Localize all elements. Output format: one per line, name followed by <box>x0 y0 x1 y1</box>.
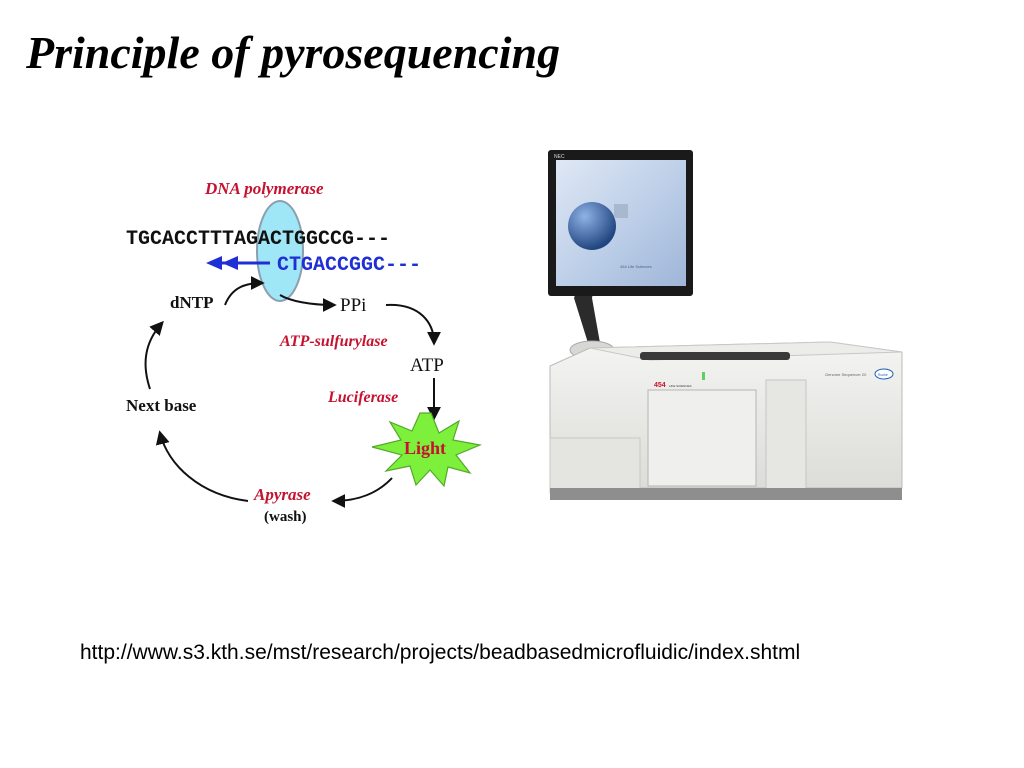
pyrosequencing-diagram: DNA polymerase TGCACCTTTAGACTGGCCG--- CT… <box>120 175 500 530</box>
screen-cube <box>614 204 628 218</box>
extension-arrow-icon <box>206 256 270 270</box>
sequencer-illustration: NEC 454 Life Sciences 454 LIFE SCIENCES … <box>548 150 903 500</box>
diagram-canvas: DNA polymerase TGCACCTTTAGACTGGCCG--- CT… <box>126 179 483 525</box>
sequencer-slot <box>640 352 790 360</box>
monitor-brand: NEC <box>554 154 565 160</box>
screen-sphere <box>568 202 616 250</box>
light-label: Light <box>404 438 446 458</box>
template-strand: TGCACCTTTAGACTGGCCG--- <box>126 228 390 251</box>
sequencer-side-panel <box>765 379 807 493</box>
source-url: http://www.s3.kth.se/mst/research/projec… <box>80 641 801 664</box>
atp-label: ATP <box>410 355 444 376</box>
atp-sulfurylase-label: ATP-sulfurylase <box>279 333 388 350</box>
slide-title: Principle of pyrosequencing <box>26 27 561 78</box>
dna-polymerase-label: DNA polymerase <box>204 179 324 198</box>
polymerase-ellipse <box>256 200 304 302</box>
logo-brand-sub: LIFE SCIENCES <box>669 384 692 388</box>
dntp-to-polymerase-arrow <box>224 276 265 306</box>
model-label: Genome Sequencer 20 <box>825 372 867 377</box>
sequencer-front-door <box>647 389 757 487</box>
ppi-to-atp-arrow <box>385 303 441 346</box>
roche-badge-text: Roche <box>878 373 888 377</box>
wash-label: (wash) <box>264 509 307 525</box>
status-led <box>702 372 705 380</box>
luciferase-label: Luciferase <box>327 389 398 406</box>
light-to-apyrase-arrow <box>331 477 393 508</box>
sequencer-left-panel <box>549 437 641 494</box>
screen-caption: 454 Life Sciences <box>620 264 652 269</box>
logo-454: 454 <box>654 382 666 389</box>
new-strand: CTGACCGGC--- <box>277 254 421 277</box>
dntp-label: dNTP <box>170 293 213 312</box>
ppi-label: PPi <box>340 295 366 316</box>
genome-sequencer-photo: NEC 454 Life Sciences 454 LIFE SCIENCES … <box>530 138 932 531</box>
sequencer-base-plate <box>550 488 902 500</box>
light-burst-icon <box>371 412 483 488</box>
apyrase-to-next-base-arrow <box>155 430 249 502</box>
polymerase-to-ppi-arrow <box>279 294 337 312</box>
apyrase-label: Apyrase <box>253 485 311 504</box>
next-base-label: Next base <box>126 396 197 415</box>
roche-badge-icon <box>874 368 894 380</box>
next-base-to-dntp-arrow <box>144 320 164 390</box>
